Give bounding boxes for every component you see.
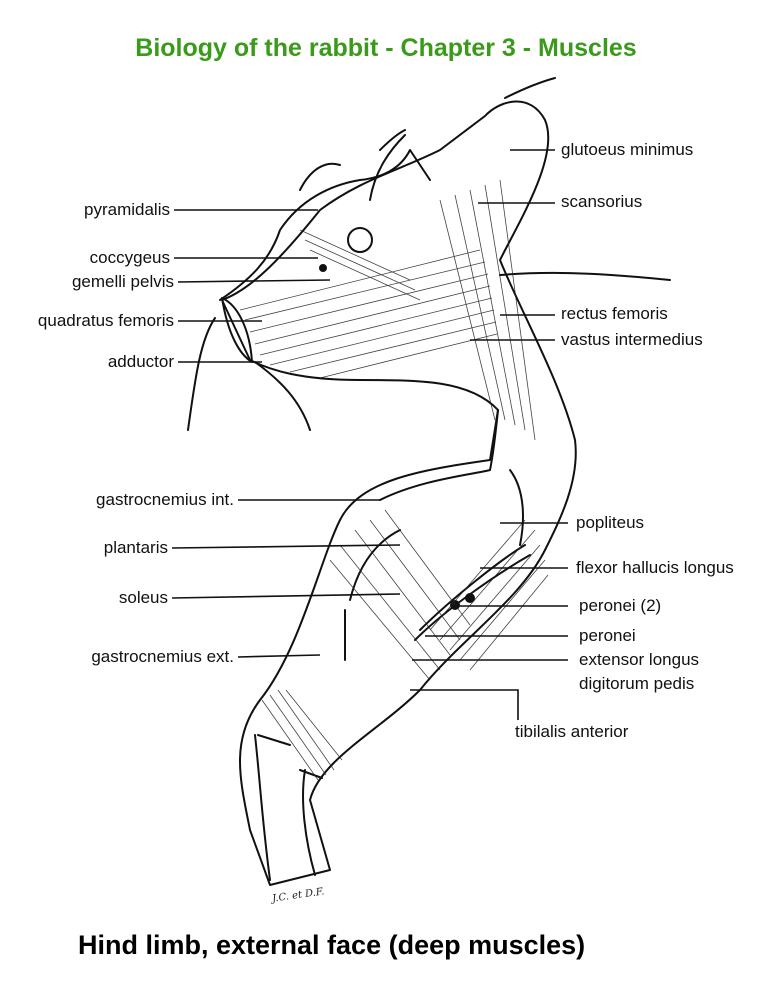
pelvis-crest (299, 129, 406, 201)
label-gastrocnemius-ext: gastrocnemius ext. (91, 647, 234, 666)
leader-plantaris (171, 544, 401, 549)
limb-outline (221, 100, 577, 886)
leader-tibilalis-anterior (410, 689, 519, 720)
label-soleus: soleus (118, 588, 168, 607)
leader-gemelli-pelvis (177, 279, 331, 283)
label-quadratus-femoris: quadratus femoris (37, 311, 174, 330)
label-flexor-hallucis-longus: flexor hallucis longus (576, 558, 734, 577)
pelvis-outline (219, 149, 431, 301)
label-extensor-longus: extensor longus (579, 650, 700, 669)
label-rectus-femoris: rectus femoris (561, 304, 668, 323)
leader-gastrocnemius-ext (237, 654, 321, 658)
label-plantaris: plantaris (103, 538, 168, 557)
label-peronei-2: peronei (2) (579, 596, 662, 615)
label-gastrocnemius-int: gastrocnemius int. (96, 490, 234, 509)
label-gemelli-pelvis: gemelli pelvis (71, 272, 174, 291)
leader-soleus (171, 593, 401, 599)
label-coccygeus: coccygeus (89, 248, 170, 267)
label-peronei: peronei (579, 626, 636, 645)
label-scansorius: scansorius (561, 192, 643, 211)
label-popliteus: popliteus (576, 513, 645, 532)
figure-caption: Hind limb, external face (deep muscles) (78, 930, 586, 960)
label-glutoeus-minimus: glutoeus minimus (561, 140, 694, 159)
page-title: Biology of the rabbit - Chapter 3 - Musc… (135, 34, 637, 62)
label-adductor: adductor (107, 352, 174, 371)
label-vastus-intermedius: vastus intermedius (561, 330, 703, 349)
label-tibilalis-anterior: tibilalis anterior (515, 722, 629, 741)
label-digitorum-pedis: digitorum pedis (579, 674, 695, 693)
label-pyramidalis: pyramidalis (84, 200, 170, 219)
